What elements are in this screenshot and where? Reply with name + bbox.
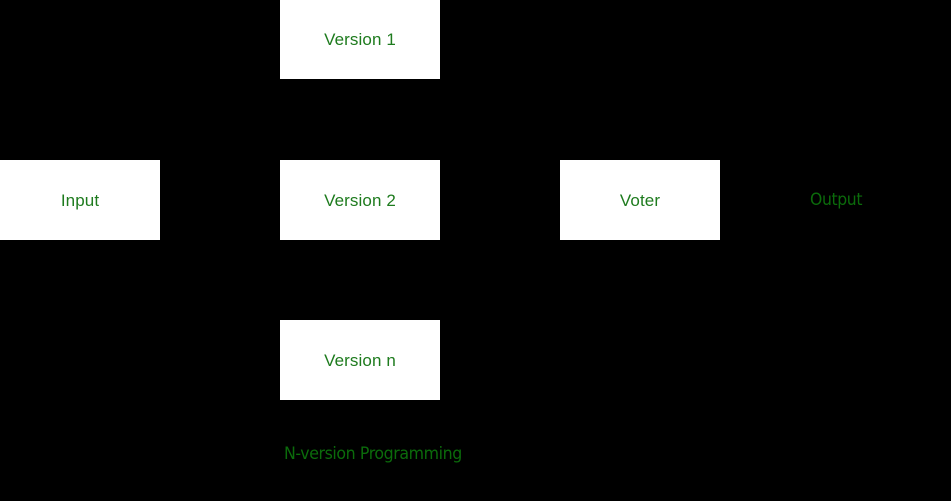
node-version-2-label: Version 2 [324,190,396,210]
node-input-label: Input [60,190,100,210]
node-version-n[interactable]: Version n [280,320,440,400]
node-version-1[interactable]: Version 1 [280,0,440,79]
node-version-1-label: Version 1 [324,30,396,49]
node-voter[interactable]: Voter [560,160,720,240]
diagram-caption: N-version Programming [284,444,462,464]
node-input[interactable]: Input [0,160,160,240]
label-output: Output [810,190,863,210]
node-version-2[interactable]: Version 2 [280,160,440,240]
node-voter-label: Voter [619,190,661,210]
node-version-n-label: Version n [324,350,396,370]
